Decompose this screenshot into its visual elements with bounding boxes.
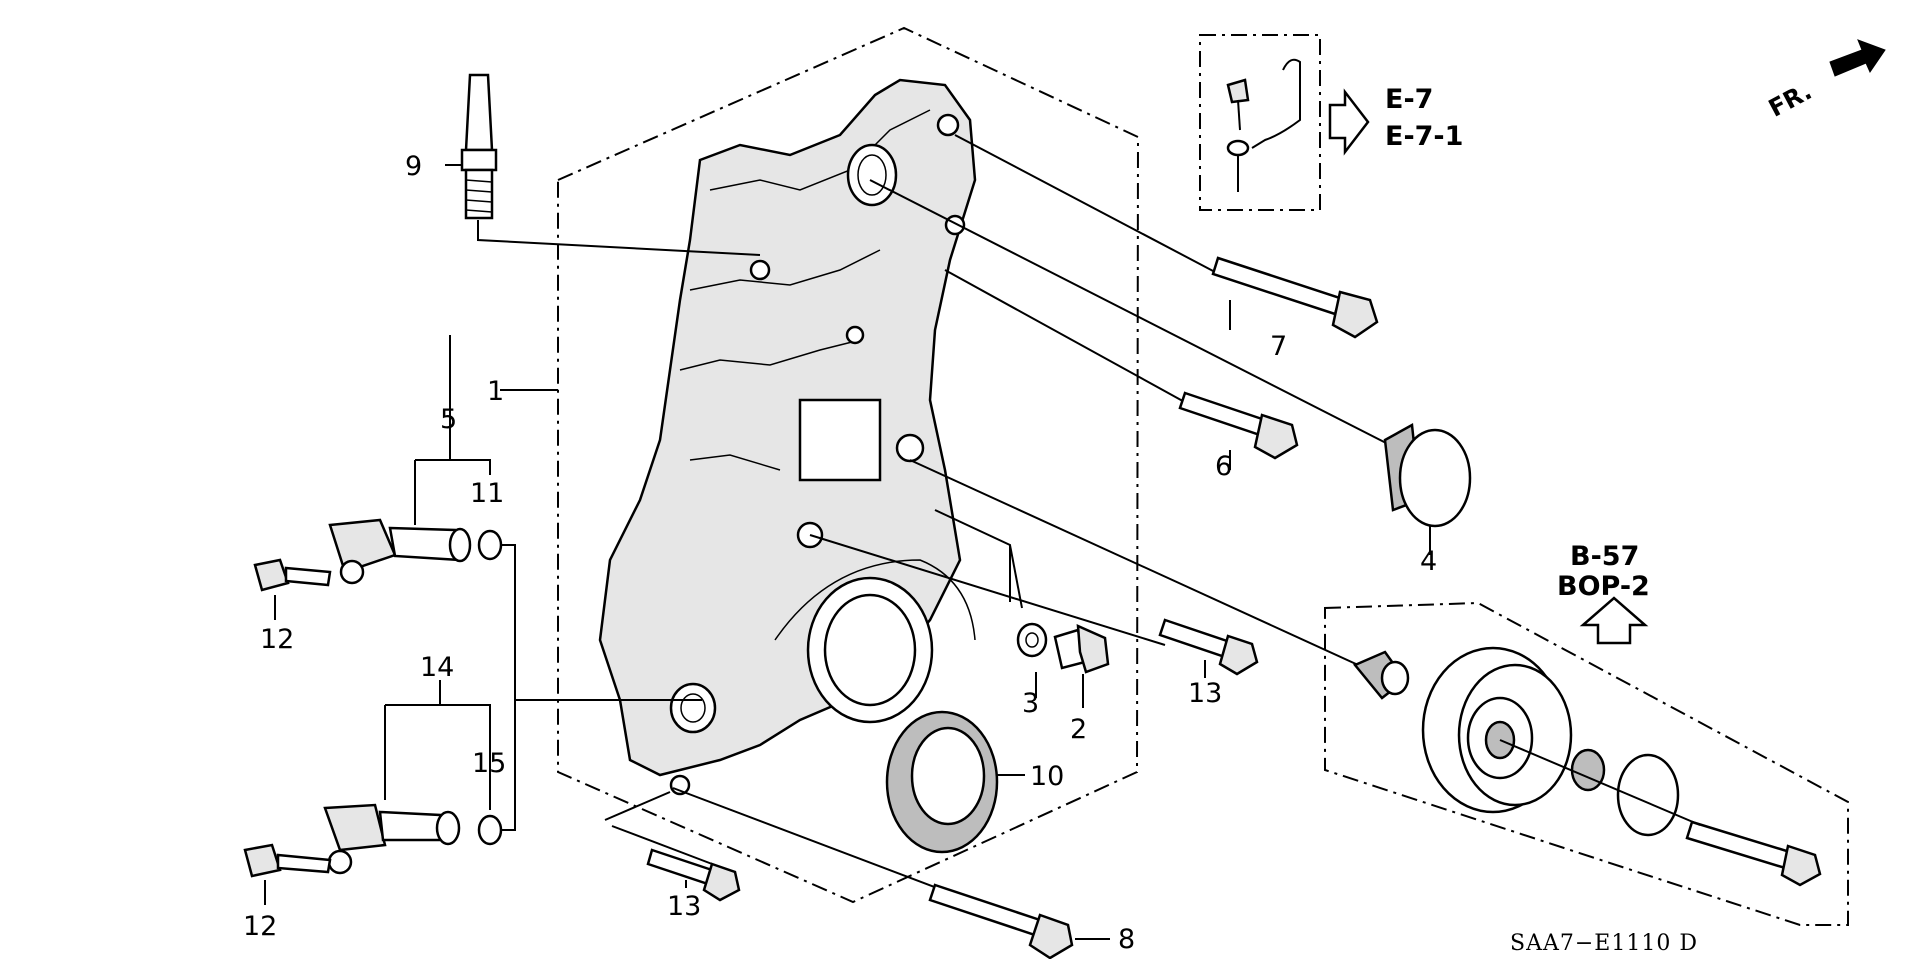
reference-e7: E-7 <box>1385 84 1433 115</box>
front-direction-label: FR. <box>1764 77 1816 123</box>
callout-15: 15 <box>472 748 506 779</box>
reference-b57: B-57 <box>1570 541 1639 572</box>
callout-4: 4 <box>1420 546 1437 577</box>
callout-12-upper: 12 <box>260 624 294 655</box>
stud-bolt <box>460 73 498 220</box>
sealing-washer-hole <box>1025 632 1039 648</box>
callout-13-lower: 13 <box>667 891 701 922</box>
cap <box>1383 422 1472 528</box>
callout-14: 14 <box>420 652 454 683</box>
callout-5: 5 <box>440 404 457 435</box>
chain-case-cover <box>598 78 977 796</box>
harness-inset-boundary <box>1199 34 1321 211</box>
sealing-bolt <box>1053 624 1110 674</box>
crank-position-sensor <box>323 803 461 875</box>
callout-6: 6 <box>1215 451 1232 482</box>
callout-2: 2 <box>1070 714 1087 745</box>
cam-position-sensor <box>328 518 472 585</box>
diagram-code: SAA7−E1110 D <box>1510 931 1698 956</box>
callout-8: 8 <box>1118 924 1135 955</box>
flange-bolt-12-upper <box>253 558 332 592</box>
reference-bop2: BOP-2 <box>1557 571 1650 602</box>
oil-seal <box>885 710 999 854</box>
callout-10: 10 <box>1030 761 1064 792</box>
idler-pulley-assembly <box>1352 646 1822 887</box>
cover-assembly-boundary <box>557 26 1140 904</box>
flange-bolt-12-lower <box>243 843 332 878</box>
flange-bolt-13-right <box>1158 618 1259 676</box>
sealing-washer <box>1016 622 1048 658</box>
reference-e7-1: E-7-1 <box>1385 121 1463 152</box>
o-ring-15 <box>477 814 503 846</box>
arrow-up-icon <box>1579 596 1649 645</box>
flange-bolt-6 <box>1178 391 1299 460</box>
front-direction-arrow-icon <box>1829 39 1886 77</box>
o-ring-11 <box>477 529 503 561</box>
flange-bolt-8 <box>928 883 1074 959</box>
callout-11: 11 <box>470 478 504 509</box>
callout-3: 3 <box>1022 688 1039 719</box>
idler-pulley-boundary <box>1324 601 1849 926</box>
callout-7: 7 <box>1270 331 1287 362</box>
harness-bracket <box>1226 58 1301 192</box>
callout-12-lower: 12 <box>243 911 277 942</box>
callout-9: 9 <box>405 151 422 182</box>
callout-13-right: 13 <box>1188 678 1222 709</box>
leader-lines <box>264 134 1431 940</box>
arrow-right-icon <box>1328 88 1370 156</box>
flange-bolt-7 <box>1211 256 1379 339</box>
flange-bolt-13-lower <box>646 848 741 902</box>
callout-1: 1 <box>487 376 504 407</box>
